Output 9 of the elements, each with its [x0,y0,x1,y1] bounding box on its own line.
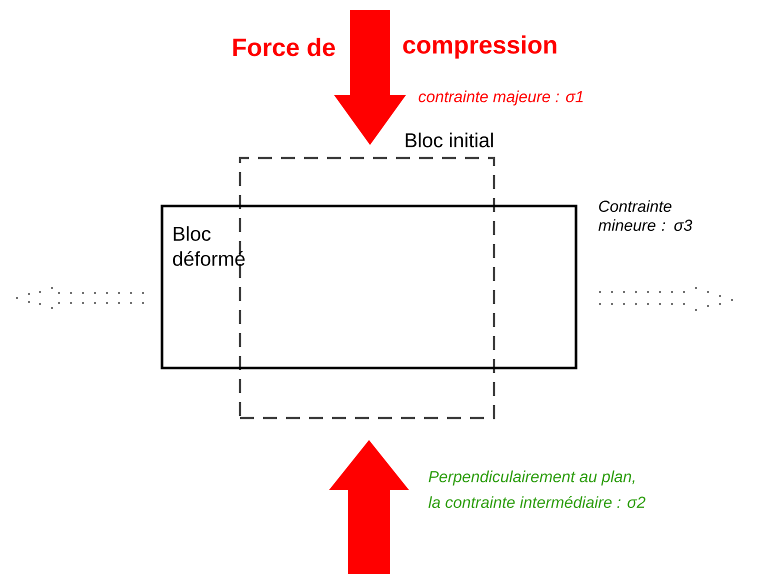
stress-label: contrainte majeure : σ1 [418,90,583,106]
stress-label: Perpendiculairement au plan, [428,470,634,486]
stress-label: la contrainte intermédiaire : σ2 [428,496,646,508]
block-label: Bloc initial [406,132,493,148]
title-text: Force de [233,38,335,56]
solid-block-outline [160,204,578,370]
stress-label: Contrainte mineure : σ3 [598,200,692,231]
title-text: compression [403,35,556,59]
block-label: Bloc déformé [173,226,245,266]
